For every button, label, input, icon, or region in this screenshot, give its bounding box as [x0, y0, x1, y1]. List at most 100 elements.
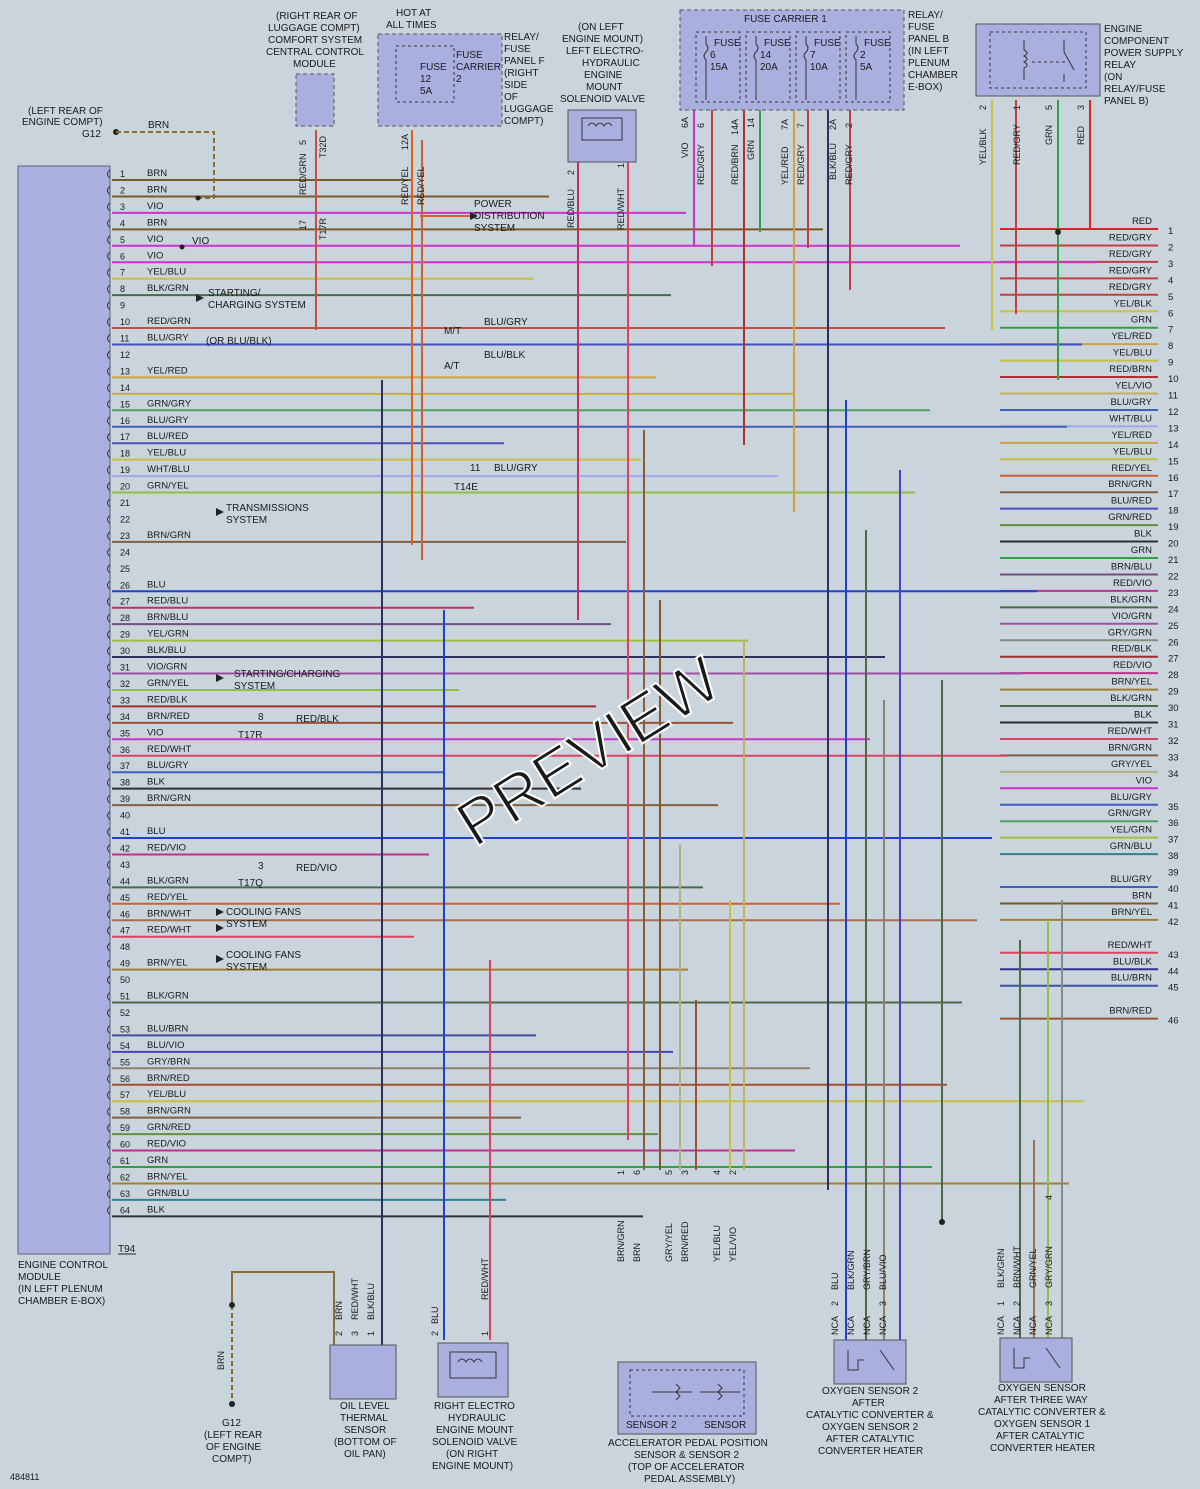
svg-text:MOUNT: MOUNT [586, 82, 623, 93]
vertical-wire-label: GRN [746, 140, 756, 160]
fuse-label: 6 [710, 50, 716, 61]
ecm-pin-number: 61 [120, 1156, 130, 1166]
ecm-pin-number: 20 [120, 482, 130, 492]
svg-text:G12: G12 [82, 129, 101, 140]
svg-text:(ON: (ON [1104, 72, 1122, 83]
svg-text:AFTER CATALYTIC: AFTER CATALYTIC [996, 1431, 1084, 1442]
ecm-pin-number: 26 [120, 580, 130, 590]
svg-text:MODULE: MODULE [293, 59, 336, 70]
right-pin-number: 4 [1168, 275, 1173, 286]
right-pin-wire-color: VIO/GRN [1112, 611, 1152, 622]
svg-text:PANEL F: PANEL F [504, 56, 545, 67]
ecm-pin-number: 48 [120, 942, 130, 952]
ecm-pin-wire-color: BRN/RED [147, 1073, 190, 1084]
vertical-wire-label: RED/BRN [730, 144, 740, 185]
vertical-wire-label: 2 [844, 123, 854, 128]
right-pin-wire-color: BLU/BLK [1113, 956, 1153, 967]
ecm-pin-wire-color: YEL/BLU [147, 448, 186, 459]
svg-text:HYDRAULIC: HYDRAULIC [582, 58, 640, 69]
svg-text:OIL PAN): OIL PAN) [344, 1449, 386, 1460]
ecm-pin-number: 19 [120, 465, 130, 475]
vertical-wire-label: BRN/RED [680, 1221, 690, 1262]
vertical-wire-label: YEL/RED [780, 146, 790, 185]
right-pin-number: 18 [1168, 506, 1179, 517]
relay-fuse-panel-f: HOT AT ALL TIMES FUSE 12 5A FUSE CARRIER… [377, 8, 554, 127]
vertical-wire-label: 2A [828, 119, 838, 130]
right-pin-wire-color: RED/VIO [1113, 578, 1152, 589]
svg-text:PEDAL ASSEMBLY): PEDAL ASSEMBLY) [644, 1474, 735, 1485]
vertical-wire-label: RED [1076, 125, 1086, 145]
right-pin-number: 22 [1168, 571, 1179, 582]
svg-text:OXYGEN SENSOR 1: OXYGEN SENSOR 1 [994, 1419, 1091, 1430]
ecm-pin-wire-color: BLK [147, 1204, 166, 1215]
vertical-wire-label: 14 [746, 118, 756, 128]
vertical-wire-label: GRN [1044, 125, 1054, 145]
vertical-wire-label: 3 [1044, 1301, 1054, 1306]
vertical-wire-label: T17R [318, 217, 328, 240]
splice-point [939, 1219, 945, 1225]
svg-text:5A: 5A [420, 86, 433, 97]
right-pin-wire-color: BLK [1134, 710, 1153, 721]
svg-text:FUSE: FUSE [908, 22, 935, 33]
right-pin-wire-color: VIO [1136, 775, 1152, 786]
vertical-wire-label: NCA [830, 1316, 840, 1335]
vertical-wire-label: YEL/VIO [728, 1227, 738, 1262]
ecm-pin-number: 2 [120, 185, 125, 195]
ecm-pin-wire-color: BRN/BLU [147, 612, 188, 623]
svg-text:VIO: VIO [192, 236, 209, 247]
ecm-pin-wire-color: GRN/GRY [147, 398, 192, 409]
ecm-pin-wire-color: BLU/RED [147, 431, 188, 442]
ecm-pin-number: 42 [120, 843, 130, 853]
vertical-wire-label: BRN [334, 1301, 344, 1320]
vertical-wire-label: 12A [400, 134, 410, 150]
svg-text:ENGINE MOUNT): ENGINE MOUNT) [562, 34, 643, 45]
svg-text:BLU/GRY: BLU/GRY [484, 317, 528, 328]
ecm-pin-wire-color: RED/YEL [147, 892, 188, 903]
right-pin-wire-color: RED/VIO [1113, 660, 1152, 671]
ecm-pin-wire-color: BLK/GRN [147, 283, 189, 294]
fuse-label: 15A [710, 62, 728, 73]
svg-text:LUGGAGE COMPT): LUGGAGE COMPT) [268, 23, 360, 34]
svg-text:STARTING/CHARGING: STARTING/CHARGING [234, 669, 341, 680]
right-pin-number: 28 [1168, 670, 1179, 681]
ground-g12-bottom: G12 (LEFT REAR OF ENGINE COMPT) [204, 1271, 335, 1465]
svg-text:SENSOR & SENSOR 2: SENSOR & SENSOR 2 [634, 1450, 739, 1461]
right-pin-wire-color: YEL/VIO [1115, 381, 1152, 392]
ecm-pin-number: 45 [120, 893, 130, 903]
ecm-pin-wire-color: WHT/BLU [147, 464, 190, 475]
svg-text:12: 12 [420, 74, 432, 85]
vertical-wire-label: BLK/GRN [846, 1250, 856, 1290]
svg-text:(TOP OF ACCELERATOR: (TOP OF ACCELERATOR [628, 1462, 745, 1473]
vertical-wire-label: GRN/YEL [1028, 1248, 1038, 1288]
ecm-pin-number: 38 [120, 778, 130, 788]
vertical-wire-label: BLU [430, 1306, 440, 1324]
right-pin-wire-color: YEL/BLK [1113, 298, 1152, 309]
right-pin-wire-color: BLU/RED [1111, 496, 1152, 507]
oxygen-sensor-2: OXYGEN SENSOR 2 AFTER CATALYTIC CONVERTE… [806, 1339, 934, 1457]
right-pin-number: 17 [1168, 489, 1179, 500]
right-pin-number: 19 [1168, 522, 1179, 533]
right-pin-wire-color: RED [1132, 216, 1152, 227]
svg-text:AFTER THREE WAY: AFTER THREE WAY [994, 1395, 1088, 1406]
vertical-wire-label: T32D [318, 135, 328, 158]
svg-text:COMPT): COMPT) [212, 1454, 251, 1465]
ecm-pin-number: 56 [120, 1074, 130, 1084]
svg-text:SYSTEM: SYSTEM [226, 962, 267, 973]
svg-text:SENSOR: SENSOR [704, 1420, 746, 1431]
ecm-pin-wire-color: VIO [147, 250, 163, 261]
ecm-pin-wire-color: GRN/RED [147, 1122, 191, 1133]
vertical-wire-label: 2 [334, 1331, 344, 1336]
svg-text:T14E: T14E [454, 482, 478, 493]
vertical-wire-label: RED/GRN [298, 153, 308, 195]
vertical-wire-label: 17 [298, 220, 308, 230]
svg-text:CONVERTER HEATER: CONVERTER HEATER [818, 1446, 923, 1457]
svg-text:RELAY/: RELAY/ [504, 32, 539, 43]
right-pin-number: 46 [1168, 1016, 1179, 1027]
right-pin-wire-color: GRY/YEL [1111, 759, 1152, 770]
svg-text:RELAY/: RELAY/ [908, 10, 943, 21]
vertical-wire-label: 7A [780, 119, 790, 130]
ecm-pin-wire-color: RED/WHT [147, 925, 192, 936]
vertical-wire-label: 6 [696, 123, 706, 128]
ecm-pin-wire-color: YEL/BLU [147, 267, 186, 278]
vertical-wire-label: 5 [1044, 105, 1054, 110]
